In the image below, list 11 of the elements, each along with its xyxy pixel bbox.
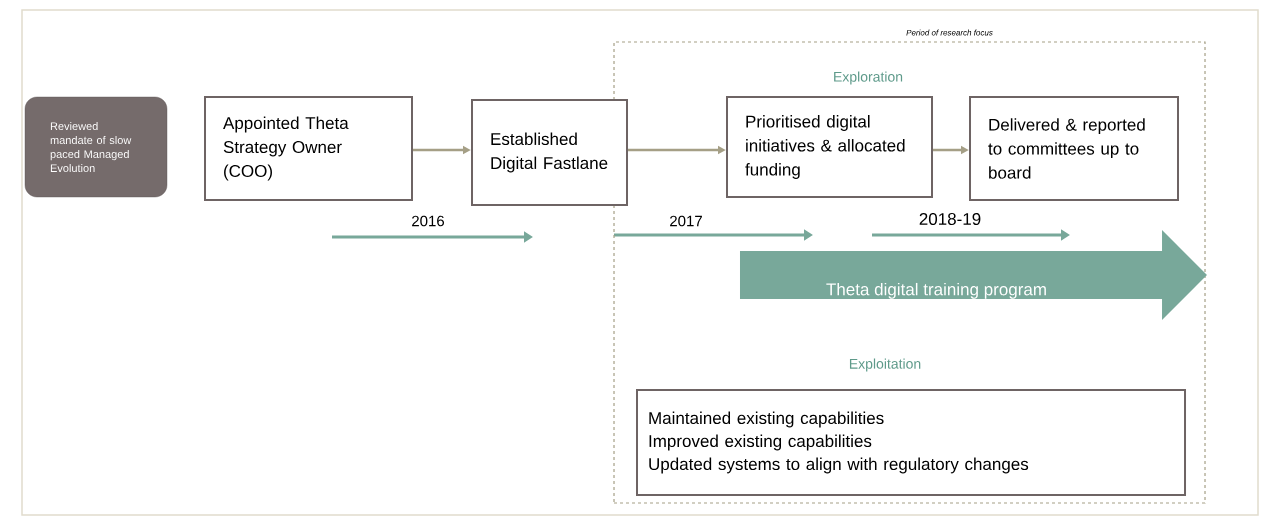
process-box: Prioritised digital initiatives & allocated funding <box>726 96 933 198</box>
node-label: Period of research focus <box>906 29 993 36</box>
process-box: Appointed Theta Strategy Owner (COO) <box>204 96 413 201</box>
process-box: Delivered & reported to committees up to board <box>969 96 1179 201</box>
year-label: 2018-19 <box>919 213 981 226</box>
year-label: 2016 <box>412 215 444 227</box>
text-box: Maintained existing capabilities Improved existing capabilities Updated systems to align with regulatory changes <box>636 389 1186 496</box>
year-label: 2017 <box>670 215 702 227</box>
process-box: Established Digital Fastlane <box>471 99 628 206</box>
rounded-box: Reviewed mandate of slow paced Managed Evolution <box>24 96 168 198</box>
section-heading: Exploitation <box>849 358 921 372</box>
